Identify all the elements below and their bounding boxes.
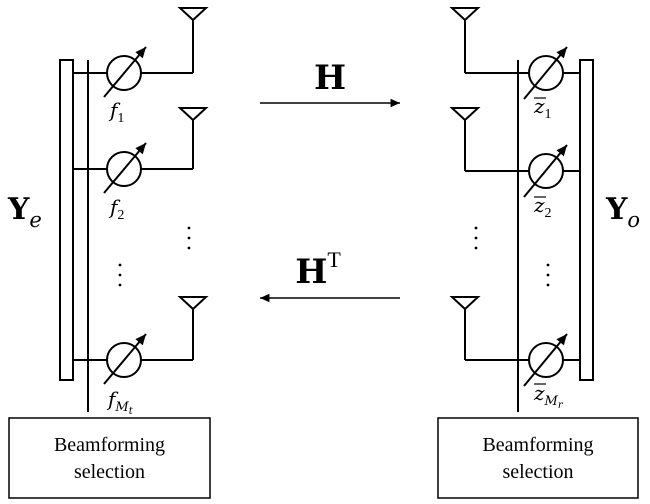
left-selection-line2: selection [74, 461, 145, 483]
right-vdots [474, 226, 550, 287]
phase-label-fm: fMt [106, 387, 134, 417]
phase-label-z1: z1 [533, 94, 552, 122]
phase-label-f1: f1 [108, 98, 124, 126]
phase-label-zm: zMr [533, 381, 564, 411]
forward-channel: H [260, 58, 400, 108]
antenna-icon [177, 7, 209, 22]
antenna-icon [449, 296, 481, 311]
right-matrix-label: Yo [605, 192, 640, 232]
left-branch-m [73, 296, 209, 385]
tuning-arrow-icon [103, 46, 147, 98]
left-selection-box: Beamforming selection [8, 417, 211, 499]
left-branch-1 [73, 7, 209, 98]
phase-label-z2: z2 [533, 193, 552, 221]
antenna-icon [449, 7, 481, 22]
svg-text:z1: z1 [533, 94, 552, 122]
tuning-arrow-icon [523, 144, 568, 198]
right-selection-box: Beamforming selection [437, 417, 639, 499]
forward-channel-label: H [314, 58, 346, 98]
right-branch-m [449, 296, 580, 387]
antenna-icon [449, 107, 481, 122]
right-selection-line1: Beamforming [482, 434, 593, 456]
tuning-arrow-icon [103, 333, 147, 385]
reverse-channel-label: HT [295, 247, 341, 292]
left-transceiver [59, 7, 209, 412]
right-selection-line2: selection [502, 461, 573, 483]
svg-text:zMr: zMr [533, 381, 564, 411]
tuning-arrow-icon [103, 142, 147, 194]
left-combiner-bar [59, 59, 74, 381]
antenna-icon [177, 107, 209, 122]
right-transceiver [449, 7, 594, 412]
left-matrix-label: Ye [7, 192, 42, 232]
antenna-icon [177, 296, 209, 311]
svg-text:z2: z2 [533, 193, 552, 221]
left-vdots [118, 226, 191, 287]
right-branch-2 [449, 107, 580, 198]
tuning-arrow-icon [523, 46, 568, 100]
ellipsis-icon [474, 226, 478, 250]
ellipsis-icon [118, 263, 122, 287]
right-branch-1 [449, 7, 580, 100]
ellipsis-icon [546, 263, 550, 287]
tuning-arrow-icon [523, 333, 568, 387]
left-branch-2 [73, 107, 209, 194]
reverse-channel: HT [260, 247, 400, 303]
left-selection-line1: Beamforming [54, 434, 165, 456]
ellipsis-icon [187, 226, 191, 250]
phase-label-f2: f2 [108, 195, 124, 223]
right-combiner-bar [579, 59, 594, 381]
